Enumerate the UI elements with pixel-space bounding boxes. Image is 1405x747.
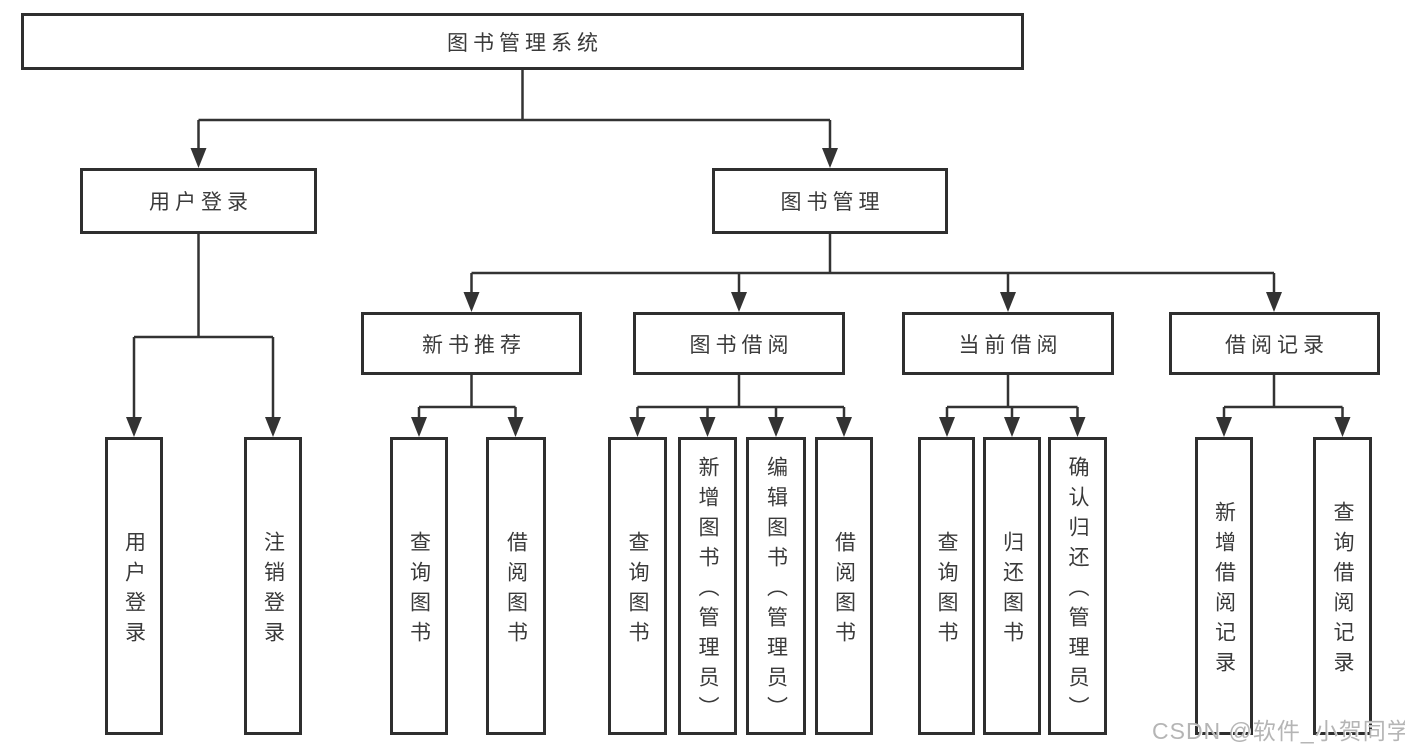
node-borrowing-records: 借阅记录: [1169, 312, 1380, 375]
node-user-login-leaf: 用户登录: [105, 437, 163, 735]
node-return-books: 归还图书: [983, 437, 1041, 735]
node-query-books-current: 查询图书: [918, 437, 975, 735]
node-user-login: 用户登录: [80, 168, 317, 234]
node-current-borrowing: 当前借阅: [902, 312, 1114, 375]
node-borrow-books-leaf: 借阅图书: [815, 437, 873, 735]
node-add-borrow-record: 新增借阅记录: [1195, 437, 1253, 735]
node-book-management: 图书管理: [712, 168, 948, 234]
node-add-book-admin: 新增图书（管理员）: [678, 437, 737, 735]
csdn-watermark: CSDN @软件_小贺同学: [1152, 718, 1405, 744]
node-library-management-system: 图书管理系统: [21, 13, 1024, 70]
node-borrow-books-recommend: 借阅图书: [486, 437, 546, 735]
node-book-borrowing: 图书借阅: [633, 312, 845, 375]
node-query-borrow-record: 查询借阅记录: [1313, 437, 1372, 735]
node-logout: 注销登录: [244, 437, 302, 735]
node-edit-book-admin: 编辑图书（管理员）: [746, 437, 806, 735]
node-new-book-recommendation: 新书推荐: [361, 312, 582, 375]
node-confirm-return-admin: 确认归还（管理员）: [1048, 437, 1107, 735]
node-query-books-borrow: 查询图书: [608, 437, 667, 735]
node-query-books-recommend: 查询图书: [390, 437, 448, 735]
